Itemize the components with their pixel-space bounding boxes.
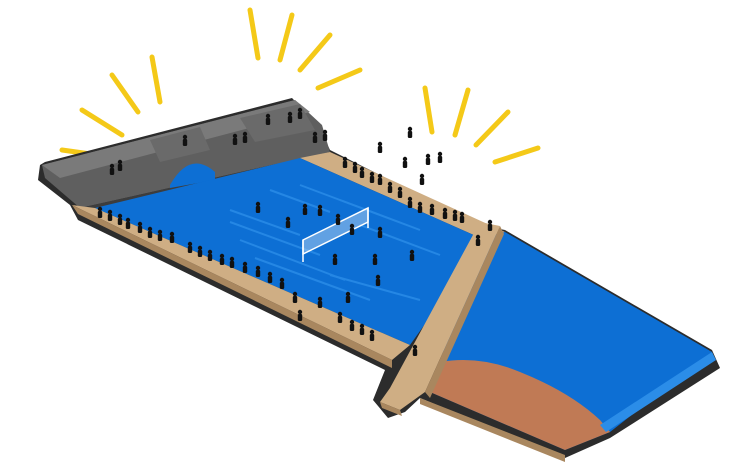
person-figure [110, 164, 114, 175]
person-figure [303, 204, 307, 215]
person-figure [318, 297, 322, 308]
sun-rays-right [425, 88, 538, 162]
person-figure [388, 182, 392, 193]
person-figure [488, 220, 492, 231]
person-figure [280, 278, 284, 289]
person-figure [233, 134, 237, 145]
person-figure [413, 345, 417, 356]
person-figure [338, 312, 342, 323]
person-figure [453, 210, 457, 221]
person-figure [108, 210, 112, 221]
person-figure [460, 212, 464, 223]
person-figure [293, 292, 297, 303]
person-figure [266, 114, 270, 125]
person-figure [198, 246, 202, 257]
person-figure [410, 250, 414, 261]
person-figure [158, 230, 162, 241]
person-figure [256, 202, 260, 213]
person-figure [438, 152, 442, 163]
person-figure [408, 197, 412, 208]
person-figure [318, 205, 322, 216]
person-figure [230, 257, 234, 268]
person-figure [346, 292, 350, 303]
person-figure [443, 208, 447, 219]
person-figure [378, 142, 382, 153]
person-figure [256, 266, 260, 277]
person-figure [148, 227, 152, 238]
person-figure [360, 324, 364, 335]
person-figure [243, 132, 247, 143]
person-figure [298, 108, 302, 119]
person-figure [118, 214, 122, 225]
person-figure [373, 254, 377, 265]
person-figure [476, 235, 480, 246]
person-figure [336, 214, 340, 225]
person-figure [408, 127, 412, 138]
person-figure [298, 310, 302, 321]
person-figure [243, 262, 247, 273]
person-figure [98, 207, 102, 218]
person-figure [378, 174, 382, 185]
person-figure [350, 224, 354, 235]
person-figure [313, 132, 317, 143]
person-figure [288, 112, 292, 123]
person-figure [370, 172, 374, 183]
person-figure [430, 204, 434, 215]
person-figure [286, 217, 290, 228]
person-figure [426, 154, 430, 165]
person-figure [420, 174, 424, 185]
person-figure [378, 227, 382, 238]
person-figure [376, 275, 380, 286]
person-figure [403, 157, 407, 168]
person-figure [118, 160, 122, 171]
person-figure [138, 222, 142, 233]
person-figure [220, 254, 224, 265]
person-figure [360, 167, 364, 178]
person-figure [208, 250, 212, 261]
person-figure [323, 130, 327, 141]
person-figure [268, 272, 272, 283]
sun-rays-top [250, 10, 360, 88]
person-figure [183, 135, 187, 146]
person-figure [343, 157, 347, 168]
person-figure [188, 242, 192, 253]
person-figure [333, 254, 337, 265]
person-figure [126, 218, 130, 229]
person-figure [398, 187, 402, 198]
person-figure [170, 232, 174, 243]
person-figure [370, 330, 374, 341]
person-figure [350, 320, 354, 331]
person-figure [418, 202, 422, 213]
person-figure [353, 162, 357, 173]
